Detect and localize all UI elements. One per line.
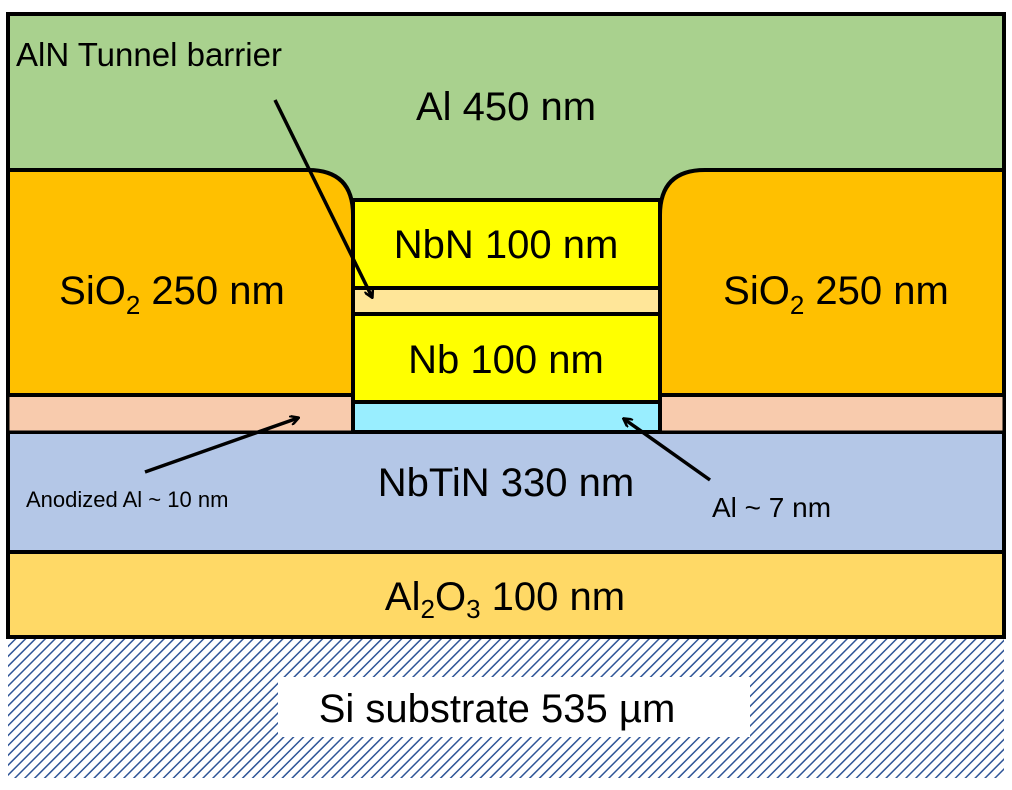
anodized-al-annotation: Anodized Al ~ 10 nm [26, 487, 228, 512]
sio2-left-label: SiO2 250 nm [59, 269, 285, 320]
al-thin-layer [351, 400, 662, 434]
al2o3-layer [6, 550, 1006, 639]
anodized-al-right [658, 393, 1006, 434]
nb-layer [351, 312, 662, 404]
al-top-label: Al 450 nm [416, 85, 596, 129]
nbn-layer [351, 198, 662, 290]
nbtin-label: NbTiN 330 nm [378, 461, 634, 505]
aln-barrier-annotation: AlN Tunnel barrier [16, 36, 282, 73]
aln-arrow [273, 99, 372, 297]
al2o3-label: Al2O3 100 nm [385, 575, 625, 624]
sio2-right-label: SiO2 250 nm [723, 269, 949, 320]
nbn-label: NbN 100 nm [394, 223, 619, 267]
si-substrate-label: Si substrate 535 µm [319, 687, 676, 731]
anodized-arrow [144, 418, 298, 474]
anodized-al-left [6, 393, 355, 434]
si-label-box [278, 677, 750, 737]
al-7nm-arrow [624, 419, 712, 482]
aln-barrier-layer [351, 286, 662, 316]
nbtin-layer [6, 430, 1006, 554]
nb-label: Nb 100 nm [408, 338, 604, 382]
al-7nm-annotation: Al ~ 7 nm [712, 492, 831, 523]
